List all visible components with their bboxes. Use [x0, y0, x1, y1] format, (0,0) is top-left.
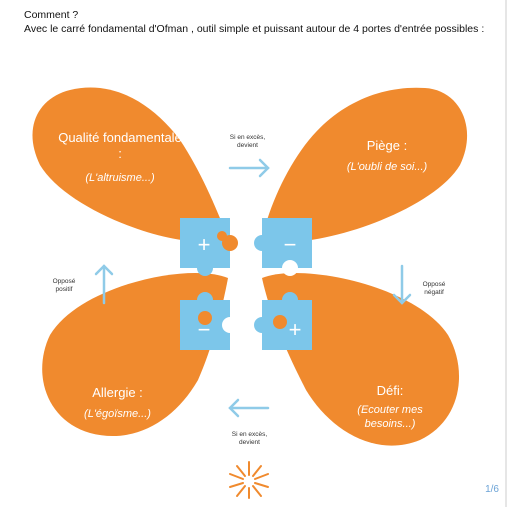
puzzle-sign-top-right: −	[284, 232, 297, 257]
petal-top-right	[262, 87, 468, 242]
puzzle-piece-bottom-left	[180, 292, 238, 350]
petal-title-quality: Qualité fondamentale :	[58, 130, 182, 161]
arrow-down-icon	[392, 264, 412, 305]
arrow-label-bottom: Si en excès, devient	[231, 431, 268, 446]
petal-subtitle-quality: (L'altruisme...)	[85, 172, 155, 184]
arrow-label-right: Opposé négatif	[422, 281, 446, 296]
petal-title-allergy: Allergie :	[92, 385, 143, 400]
intro-line-2: Avec le carré fondamental d'Ofman , outi…	[24, 23, 485, 35]
petal-title-challenge: Défi:	[376, 383, 404, 398]
arrow-left-icon	[228, 398, 270, 418]
arrow-label-left: Opposé positif	[52, 278, 76, 293]
petal-subtitle-trap: (L'oubli de soi...)	[346, 161, 428, 173]
puzzle-piece-top-right	[254, 218, 312, 276]
petal-subtitle-allergy: (L'égoïsme...)	[84, 408, 151, 420]
puzzle-piece-bottom-right	[254, 292, 312, 350]
puzzle-sign-top-left: +	[198, 232, 211, 257]
arrow-label-top: Si en excès, devient	[229, 134, 266, 149]
sun-burst-icon	[229, 461, 269, 499]
petal-title-trap: Piège :	[366, 138, 408, 153]
petal-top-left	[32, 87, 228, 242]
arrow-right-icon	[228, 158, 270, 178]
arrow-up-icon	[94, 264, 114, 305]
puzzle-sign-bottom-left: −	[198, 317, 211, 342]
intro-line-1: Comment ?	[24, 9, 79, 21]
puzzle-piece-top-left	[180, 218, 238, 276]
intro-text: Comment ? Avec le carré fondamental d'Of…	[24, 8, 494, 36]
page-indicator: 1/6	[485, 484, 499, 495]
puzzle-sign-bottom-right: +	[289, 317, 302, 342]
petal-subtitle-challenge: (Ecouter mes besoins...)	[357, 404, 423, 430]
